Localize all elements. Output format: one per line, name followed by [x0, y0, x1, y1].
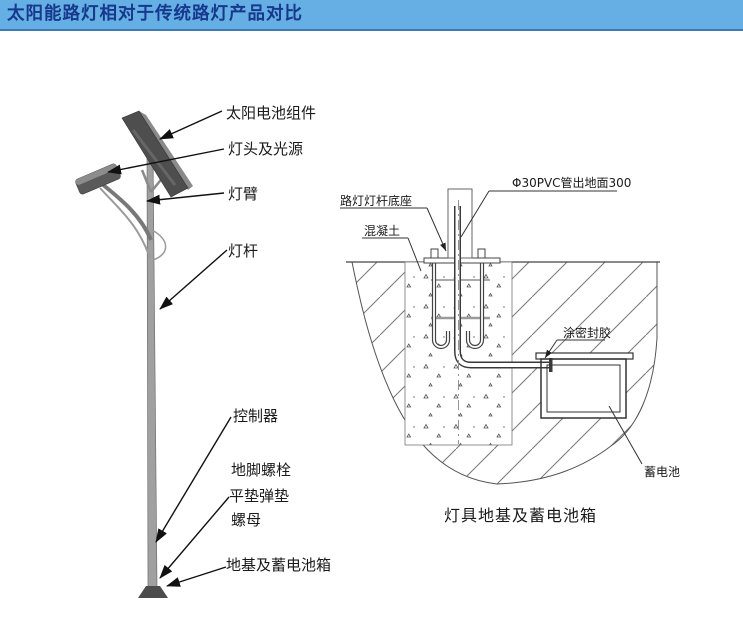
label-foundation-box: 地基及蓄电池箱 — [226, 556, 331, 574]
leaders-right — [340, 190, 643, 465]
diagram-canvas: 太阳电池组件 灯头及光源 灯臂 灯杆 控制器 地脚螺栓 平垫弹垫 螺母 地基及蓄… — [75, 104, 680, 598]
pole-base-plate — [138, 586, 168, 598]
leader-lamp-pole — [159, 249, 228, 310]
leader-pole-base — [426, 207, 447, 252]
title-bar: 太阳能路灯相对于传统路灯产品对比 — [0, 0, 743, 31]
lamp-arm-shape — [100, 182, 153, 241]
leader-foundation-box — [166, 566, 227, 587]
solar-panel-shape — [121, 110, 189, 198]
label-pole-base: 路灯灯杆底座 — [340, 193, 412, 208]
solar-panel-glare — [131, 129, 177, 186]
panel-strut-left — [140, 169, 153, 193]
leader-lamp-arm — [146, 192, 225, 205]
label-washers: 平垫弹垫 — [229, 487, 289, 505]
solar-panel-edge — [139, 111, 193, 190]
leader-solar-module — [159, 110, 223, 140]
battery-box — [540, 358, 627, 419]
leader-concrete — [407, 237, 422, 272]
label-lamp-head: 灯头及光源 — [228, 140, 303, 158]
leader-sealant — [544, 339, 558, 359]
leader-lamp-head — [107, 148, 225, 175]
battery-box-lid-fill — [536, 353, 633, 359]
page-title: 太阳能路灯相对于传统路灯产品对比 — [7, 4, 303, 24]
label-solar-module: 太阳电池组件 — [226, 104, 316, 122]
leader-arrows-left — [107, 110, 232, 587]
foundation-caption: 灯具地基及蓄电池箱 — [444, 506, 597, 525]
cable-loop — [151, 229, 167, 261]
label-lamp-arm: 灯臂 — [228, 185, 258, 203]
pole-base-flange — [423, 257, 501, 264]
leader-battery — [608, 405, 643, 465]
label-controller: 控制器 — [233, 407, 278, 425]
label-sealant: 涂密封胶 — [563, 325, 611, 340]
street-light-figure: 太阳电池组件 灯头及光源 灯臂 灯杆 控制器 地脚螺栓 平垫弹垫 螺母 地基及蓄… — [75, 104, 331, 598]
label-anchor-bolt: 地脚螺栓 — [231, 461, 291, 479]
label-pvc-pipe: Φ30PVC管出地面300 — [512, 175, 631, 190]
lamp-pole-shape — [146, 151, 158, 589]
leader-pvc — [460, 190, 490, 238]
battery-box-fill — [541, 359, 626, 418]
anchor-bolts — [431, 263, 485, 350]
label-lamp-pole: 灯杆 — [228, 242, 258, 260]
label-concrete: 混凝土 — [364, 223, 400, 238]
foundation-figure: Φ30PVC管出地面300 路灯灯杆底座 混凝土 涂密封胶 蓄电池 灯具地基及蓄… — [340, 175, 680, 525]
leader-bolts — [159, 496, 230, 579]
label-battery: 蓄电池 — [644, 465, 680, 479]
leader-controller — [155, 416, 232, 543]
label-nut: 螺母 — [231, 511, 261, 529]
bolt-stub-right — [477, 248, 486, 259]
cable — [99, 187, 151, 259]
lamp-head-shape — [75, 163, 121, 195]
bolt-stub-left — [430, 248, 439, 259]
battery-box-inner — [546, 364, 621, 413]
